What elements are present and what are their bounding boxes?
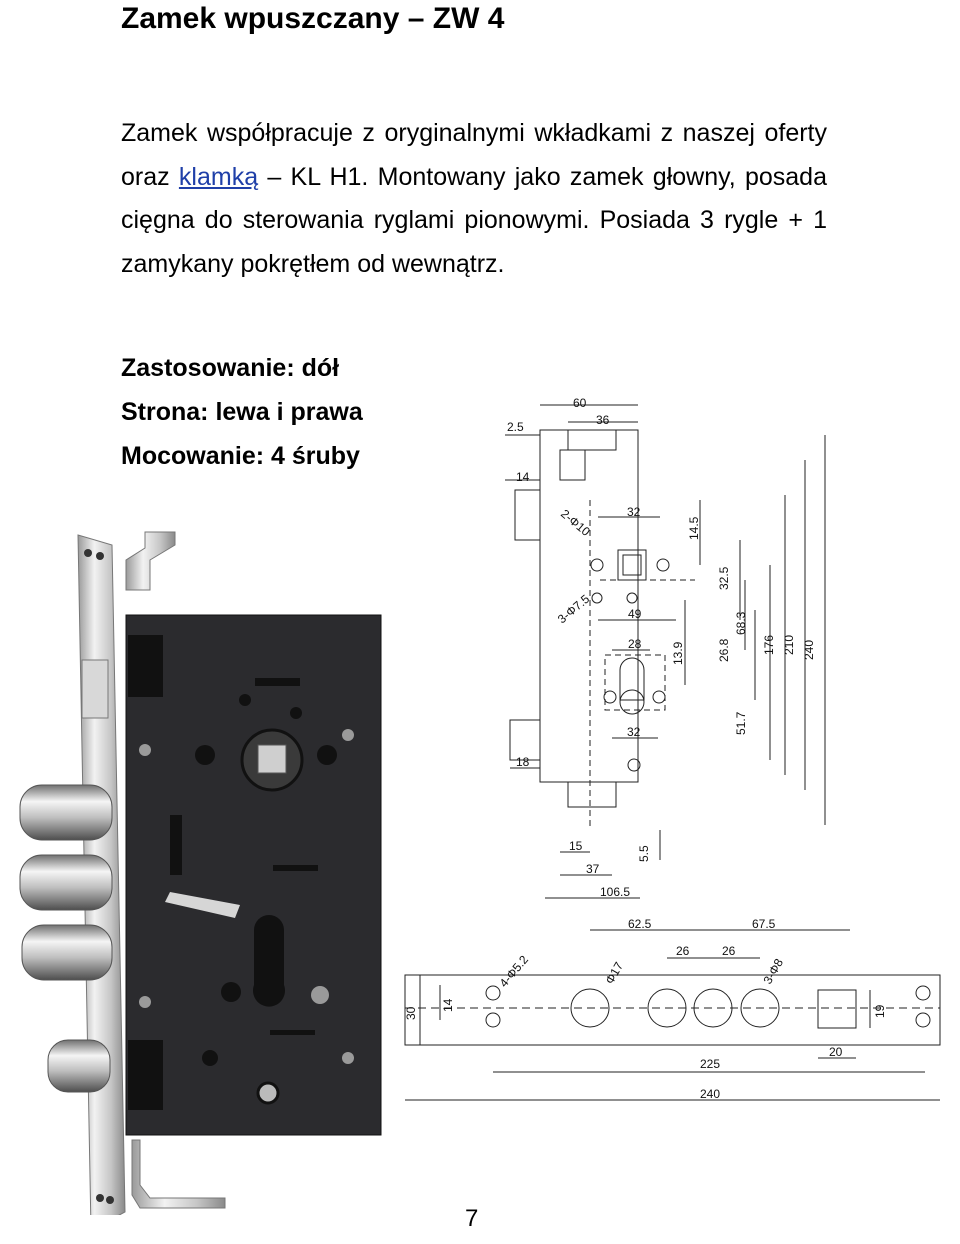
technical-drawing-faceplate-labels: 62.5 67.5 26 26 4-Φ5.2 Φ17 3-Φ8 30 14 19… xyxy=(404,917,887,1101)
spec-mounting: Mocowanie: 4 śruby xyxy=(121,442,360,470)
dim-14-5: 14.5 xyxy=(687,516,701,540)
dim-14: 14 xyxy=(516,470,530,484)
dim-4phi5-2: 4-Φ5.2 xyxy=(497,952,532,990)
description-text-start: Zamek współpracuje z oryginalnymi wkładk… xyxy=(121,119,827,191)
dim-3phi8: 3-Φ8 xyxy=(760,956,786,987)
spec-application: Zastosowanie: dół xyxy=(121,354,340,382)
dim-67-5: 67.5 xyxy=(752,917,776,931)
dim-5-5: 5.5 xyxy=(637,845,651,862)
technical-drawing-side-view xyxy=(505,404,826,899)
handle-link[interactable]: klamką xyxy=(178,162,259,191)
dim-37: 37 xyxy=(586,862,600,876)
dim-32-bottom: 32 xyxy=(627,725,641,739)
spec-side: Strona: lewa i prawa xyxy=(121,398,363,426)
dim-30: 30 xyxy=(404,1006,418,1020)
dim-26-left: 26 xyxy=(676,944,690,958)
dim-3phi7-5: 3-Φ7.5 xyxy=(555,592,593,627)
description-text-end: – KL H1. Montowany jako zamek głowny, po… xyxy=(121,162,827,278)
description-paragraph: Zamek współpracuje z oryginalnymi wkładk… xyxy=(121,112,827,286)
dim-176: 176 xyxy=(762,635,776,655)
page-title: Zamek wpuszczany – ZW 4 xyxy=(121,2,505,35)
dim-240-horizontal: 240 xyxy=(700,1087,720,1101)
dim-68-3: 68.3 xyxy=(734,611,748,635)
dim-62-5: 62.5 xyxy=(628,917,652,931)
page-number: 7 xyxy=(465,1205,479,1232)
dim-28: 28 xyxy=(628,637,642,651)
dim-20: 20 xyxy=(829,1045,843,1059)
dim-2-5: 2.5 xyxy=(507,420,524,434)
dim-225: 225 xyxy=(700,1057,720,1071)
dim-13-9: 13.9 xyxy=(671,641,685,665)
dim-phi17: Φ17 xyxy=(602,959,626,986)
dim-240-vertical: 240 xyxy=(802,640,816,660)
lock-photo xyxy=(19,531,382,1215)
dim-2phi10: 2-Φ10 xyxy=(558,507,593,540)
dim-14-faceplate: 14 xyxy=(441,998,455,1012)
dim-32-5: 32.5 xyxy=(717,566,731,590)
dim-15: 15 xyxy=(569,839,583,853)
technical-drawing-faceplate-view xyxy=(404,929,941,1101)
dim-51-7: 51.7 xyxy=(734,711,748,735)
technical-drawing-side-labels: 60 36 2.5 14 32 2-Φ10 14.5 32.5 3-Φ7.5 4… xyxy=(507,396,816,899)
dim-49: 49 xyxy=(628,607,642,621)
dim-26-right: 26 xyxy=(722,944,736,958)
dim-60: 60 xyxy=(573,396,587,410)
dim-18: 18 xyxy=(516,755,530,769)
dim-19: 19 xyxy=(873,1004,887,1018)
dim-106-5: 106.5 xyxy=(600,885,630,899)
dim-26-8: 26.8 xyxy=(717,638,731,662)
dim-36: 36 xyxy=(596,413,610,427)
dim-210: 210 xyxy=(782,635,796,655)
dim-32-top: 32 xyxy=(627,505,641,519)
